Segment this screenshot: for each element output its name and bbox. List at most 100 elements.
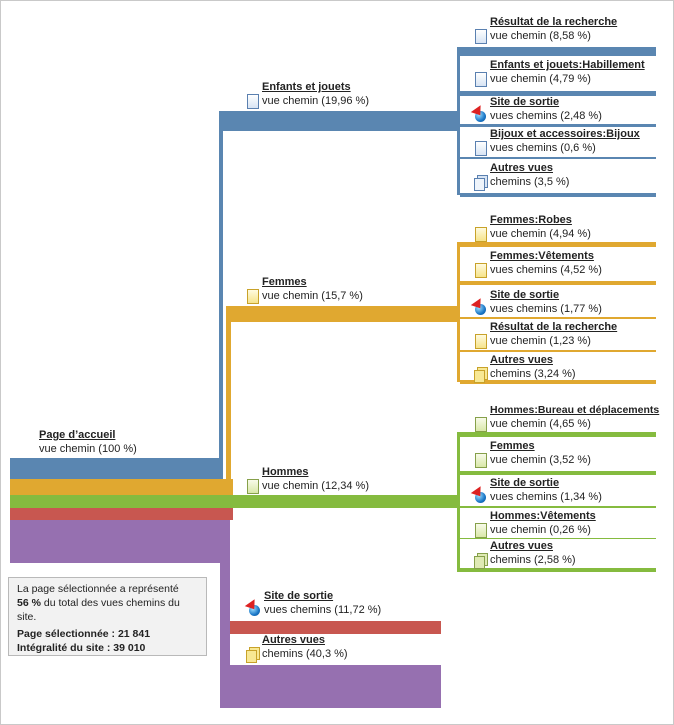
node-title: Bijoux et accessoires:Bijoux xyxy=(490,128,640,140)
exit-globe-icon xyxy=(474,490,487,504)
page-icon xyxy=(474,141,487,156)
node-title: Femmes:Robes xyxy=(490,214,572,226)
page-icon xyxy=(474,29,487,44)
leaf-node[interactable]: Autres vues chemins (3,24 %) xyxy=(474,353,576,383)
node-metric: vues chemins (1,77 %) xyxy=(490,303,602,315)
info-line2: du total des vues chemins du site. xyxy=(17,597,180,623)
node-metric: vue chemin (19,96 %) xyxy=(262,95,369,107)
group1-branch3 xyxy=(460,124,656,127)
node-title: Autres vues xyxy=(490,162,553,174)
connector-autres xyxy=(220,520,230,708)
node-femmes[interactable]: Femmes vue chemin (15,7 %) xyxy=(246,275,363,304)
node-metric: vues chemins (11,72 %) xyxy=(264,604,382,616)
leaf-node[interactable]: Résultat de la recherche vue chemin (8,5… xyxy=(474,15,618,44)
node-metric: vue chemin (100 %) xyxy=(39,443,137,455)
group2-spine xyxy=(457,242,460,382)
bar-hommes xyxy=(233,495,457,508)
leaf-node[interactable]: Site de sortie vues chemins (1,77 %) xyxy=(474,288,602,316)
node-title: Hommes:Vêtements xyxy=(490,510,596,522)
bar-femmes xyxy=(226,306,457,322)
group1-top xyxy=(457,47,656,56)
node-enfants-et-jouets[interactable]: Enfants et jouets vue chemin (19,96 %) xyxy=(246,80,369,109)
node-title: Femmes:Vêtements xyxy=(490,250,594,262)
group1-branch5 xyxy=(460,193,656,197)
node-title: Site de sortie xyxy=(490,96,560,108)
multi-page-icon xyxy=(474,553,488,569)
page-icon xyxy=(246,289,259,304)
node-site-de-sortie[interactable]: Site de sortie vues chemins (11,72 %) xyxy=(248,589,381,617)
info-line1: La page sélectionnée a représenté xyxy=(17,583,179,595)
node-title: Autres vues xyxy=(490,354,553,366)
multi-page-icon xyxy=(246,647,260,663)
page-icon xyxy=(246,94,259,109)
page-icon xyxy=(474,227,487,242)
node-metric: chemins (3,5 %) xyxy=(490,176,570,188)
leaf-node[interactable]: Femmes:Vêtements vues chemins (4,52 %) xyxy=(474,249,602,278)
flow-band-enfants xyxy=(10,458,223,479)
group3-branch4 xyxy=(460,538,656,539)
node-autres-vues[interactable]: Autres vues chemins (40,3 %) xyxy=(246,633,348,663)
page-icon xyxy=(246,479,259,494)
group3-branch5 xyxy=(460,568,656,572)
leaf-node[interactable]: Résultat de la recherche vue chemin (1,2… xyxy=(474,320,617,349)
flow-band-autres xyxy=(10,520,223,563)
bar-sortie xyxy=(225,621,441,634)
flow-band-femmes xyxy=(10,479,233,495)
node-metric: vue chemin (15,7 %) xyxy=(262,290,363,302)
node-metric: chemins (3,24 %) xyxy=(490,368,576,380)
group2-branch4 xyxy=(460,350,656,352)
page-icon xyxy=(474,523,487,538)
bar-autres xyxy=(220,665,441,708)
node-metric: vues chemins (4,52 %) xyxy=(490,264,602,276)
leaf-node[interactable]: Hommes:Bureau et déplacements vue chemin … xyxy=(474,403,660,432)
info-share-line: La page sélectionnée a représenté xyxy=(17,582,198,596)
node-metric: chemins (40,3 %) xyxy=(262,648,348,660)
group2-branch2 xyxy=(460,281,656,285)
info-percent: 56 % xyxy=(17,597,41,609)
bar-enfants xyxy=(219,111,457,131)
node-title: Enfants et jouets:Habillement xyxy=(490,59,645,71)
page-icon xyxy=(474,453,487,468)
node-title: Femmes xyxy=(262,276,307,288)
flow-band-hommes xyxy=(10,495,233,508)
page-icon xyxy=(474,417,487,432)
group3-top xyxy=(457,432,656,437)
leaf-node[interactable]: Autres vues chemins (3,5 %) xyxy=(474,161,570,191)
node-root[interactable]: Page d’accueil vue chemin (100 %) xyxy=(39,428,137,456)
flow-band-sortie xyxy=(10,508,233,520)
node-metric: vue chemin (4,65 %) xyxy=(490,418,591,430)
node-metric: vue chemin (12,34 %) xyxy=(262,480,369,492)
exit-globe-icon xyxy=(474,109,487,123)
node-title: Autres vues xyxy=(262,634,325,646)
multi-page-icon xyxy=(474,367,488,383)
group3-branch2 xyxy=(460,471,656,475)
node-metric: vue chemin (3,52 %) xyxy=(490,454,591,466)
selection-info-box: La page sélectionnée a représenté 56 % d… xyxy=(8,577,207,656)
node-title: Site de sortie xyxy=(490,477,560,489)
connector-enfants xyxy=(219,111,223,461)
group1-branch2 xyxy=(460,91,656,96)
node-title: Enfants et jouets xyxy=(262,81,351,93)
node-title: Site de sortie xyxy=(490,289,560,301)
node-title: Page d’accueil xyxy=(39,429,116,441)
page-icon xyxy=(474,263,487,278)
node-title: Résultat de la recherche xyxy=(490,16,618,28)
group2-branch3 xyxy=(460,317,656,319)
node-title: Site de sortie xyxy=(264,590,334,602)
node-title: Hommes:Bureau et déplacements xyxy=(490,404,660,416)
node-title: Hommes xyxy=(262,466,309,478)
node-title: Autres vues xyxy=(490,540,553,552)
exit-globe-icon xyxy=(474,302,487,316)
page-icon xyxy=(474,334,487,349)
node-hommes[interactable]: Hommes vue chemin (12,34 %) xyxy=(246,465,369,494)
group3-spine xyxy=(457,432,460,572)
